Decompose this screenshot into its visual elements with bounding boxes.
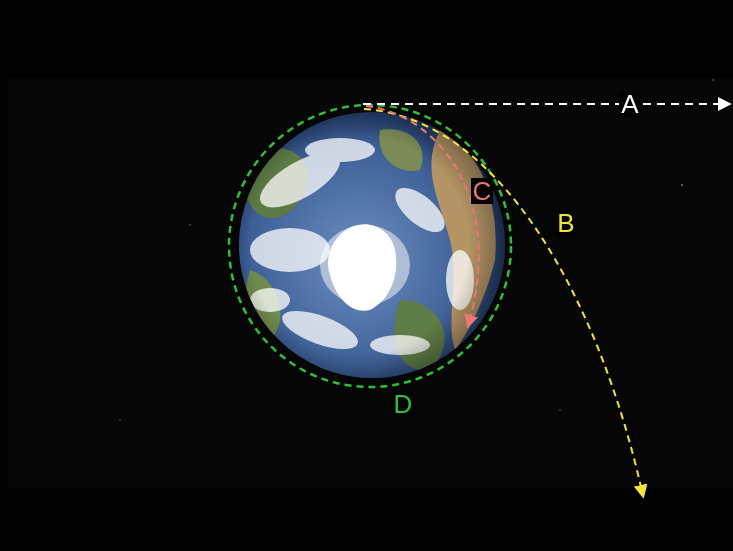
path-label-d: D [392,391,415,417]
stars [119,79,714,421]
path-c [366,106,479,326]
path-label-a: A [619,91,640,117]
path-a [363,103,729,105]
path-b [364,109,643,496]
path-label-b: B [555,210,576,236]
path-label-c: C [471,178,494,204]
orbit-d [229,105,511,387]
earth [239,112,505,378]
